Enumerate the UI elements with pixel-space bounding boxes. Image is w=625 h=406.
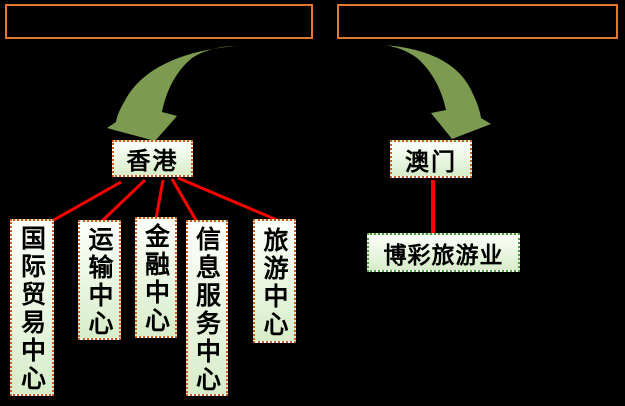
node-macau: 澳门 — [390, 140, 472, 178]
connector-hk-info — [170, 178, 199, 223]
node-international-trade-center: 国际贸易中心 — [10, 219, 54, 396]
node-transport-center: 运输中心 — [78, 220, 121, 340]
node-information-service-center: 信息服务中心 — [186, 220, 228, 396]
description-box-left — [5, 4, 313, 39]
connector-hk-trade — [51, 180, 122, 223]
connector-hk-tourism — [177, 176, 278, 222]
curved-arrow-right-icon — [383, 45, 491, 139]
node-gambling-tourism: 博彩旅游业 — [367, 233, 520, 272]
connector-hk-transport — [99, 178, 147, 224]
node-finance-center: 金融中心 — [135, 217, 177, 338]
node-hongkong: 香港 — [112, 140, 193, 177]
node-tourism-center: 旅游中心 — [253, 219, 296, 343]
connector-hk-finance — [154, 179, 165, 220]
curved-arrow-left-icon — [107, 46, 237, 141]
description-box-right — [337, 4, 618, 39]
